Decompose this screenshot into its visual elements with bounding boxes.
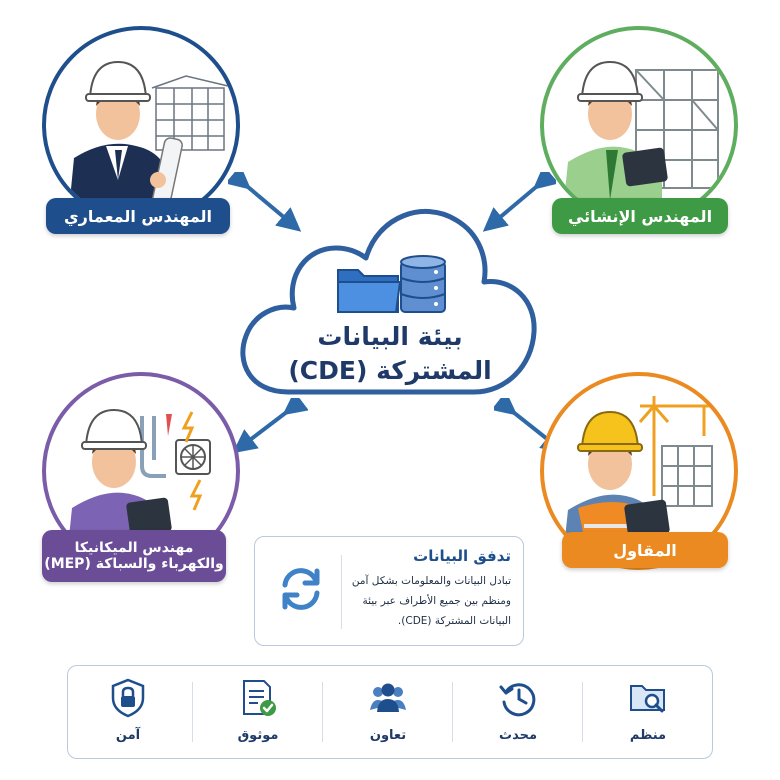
- database-icon: [400, 255, 446, 313]
- card-divider: [341, 555, 342, 629]
- arrow-mep: [232, 398, 308, 454]
- structural-label: المهندس الإنشائي: [552, 198, 728, 234]
- feature-collaboration: تعاون: [324, 666, 452, 758]
- separator: [192, 682, 193, 742]
- security-lock-icon: [111, 678, 145, 718]
- mep-label: مهندس الميكانيكا والكهرباء والسباكة (MEP…: [42, 530, 226, 582]
- data-flow-line1: تبادل البيانات والمعلومات بشكل آمن: [351, 575, 511, 587]
- arrow-architect: [228, 172, 302, 232]
- mep-label-line1: مهندس الميكانيكا: [74, 540, 194, 556]
- feature-organized-label: منظم: [629, 728, 667, 743]
- separator: [452, 682, 453, 742]
- feature-secure: آمن: [64, 666, 192, 758]
- arrow-structural: [482, 172, 556, 232]
- sync-icon: [282, 568, 320, 610]
- separator: [582, 682, 583, 742]
- separator: [322, 682, 323, 742]
- feature-updated: محدث: [454, 666, 582, 758]
- contractor-label: المقاول: [562, 532, 728, 568]
- team-icon: [370, 683, 406, 712]
- feature-organized: منظم: [584, 666, 712, 758]
- history-clock-icon: [499, 683, 536, 717]
- structural-illustration: [562, 60, 719, 220]
- feature-reliable-label: موثوق: [237, 728, 279, 743]
- folder-search-icon: [630, 685, 665, 713]
- data-flow-title: تدفق البيانات: [413, 547, 511, 565]
- data-flow-card: تدفق البيانات تبادل البيانات والمعلومات …: [254, 536, 524, 646]
- data-flow-line2: ومنظم بين جميع الأطراف عبر بيئة: [362, 595, 511, 607]
- folder-icon: [337, 269, 402, 313]
- feature-secure-label: آمن: [115, 728, 141, 743]
- structural-circle: [540, 26, 738, 224]
- architect-circle: [42, 26, 240, 224]
- data-flow-line3: البيانات المشتركة (CDE).: [397, 615, 511, 627]
- architect-illustration: [68, 60, 229, 220]
- feature-reliable: موثوق: [194, 666, 322, 758]
- verified-document-icon: [243, 680, 276, 716]
- features-bar: منظم محدث تعاون م: [67, 665, 713, 759]
- cde-title-line2: المشتركة (CDE): [288, 356, 492, 385]
- feature-collaboration-label: تعاون: [369, 728, 407, 743]
- cde-title-line1: بيئة البيانات: [317, 322, 463, 351]
- feature-updated-label: محدث: [499, 728, 537, 743]
- architect-label: المهندس المعماري: [46, 198, 230, 234]
- mep-label-line2: والكهرباء والسباكة (MEP): [44, 556, 224, 572]
